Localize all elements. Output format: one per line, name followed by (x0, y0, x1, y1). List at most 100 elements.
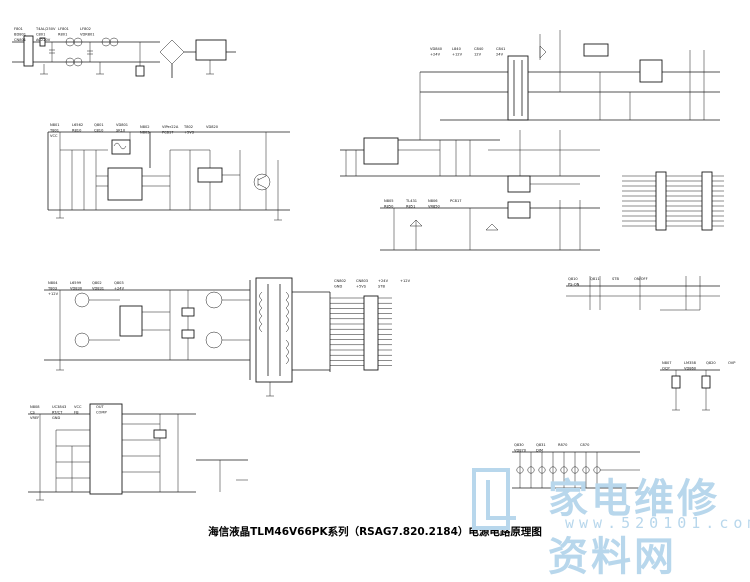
component-label: Q820 (706, 361, 716, 365)
component-label: COMP (96, 411, 107, 415)
inverter-drive-section (512, 451, 640, 489)
component-label: PS-ON (568, 283, 580, 287)
component-label: LF802 (80, 27, 91, 31)
power-on-switch (566, 276, 720, 311)
component-label: L6562 (72, 123, 83, 127)
component-label: +24V (430, 53, 441, 57)
inv-led (538, 466, 546, 474)
component-label: VCC (74, 405, 82, 409)
component-label: PC817 (162, 131, 174, 135)
component-label: VDR801 (80, 33, 95, 37)
component-label: BD801 (14, 33, 26, 37)
component-label: STB (612, 277, 619, 281)
component-label: T802 (183, 125, 193, 129)
component-label: T801 (49, 129, 59, 133)
watermark-url: www.520101.com (565, 514, 750, 532)
component-label: N808 (30, 405, 40, 409)
component-label: C870 (580, 443, 590, 447)
component-label: PC817 (450, 199, 462, 203)
component-label: 24V (496, 53, 504, 57)
component-label: ON/OFF (634, 277, 648, 281)
component-label: CS (30, 411, 36, 415)
component-label: R801 (58, 33, 67, 37)
component-label: +24V (378, 279, 389, 283)
component-label: VIPer22A (162, 125, 179, 129)
component-label: AC220V (36, 38, 51, 42)
component-label: Q810 (568, 277, 578, 281)
component-label: GND (334, 285, 342, 289)
component-label: N807 (662, 361, 672, 365)
schematic-svg: F801T4AL/250VLF801LF802BD801C801R801VDR8… (12, 27, 736, 501)
component-label: N805 (384, 199, 394, 203)
component-label: L840 (452, 47, 462, 51)
watermark-logo (468, 458, 750, 540)
component-label: +5VS (356, 285, 367, 289)
inv-led (560, 466, 568, 474)
component-label: STB (378, 285, 385, 289)
component-label: RT/CT (52, 411, 63, 415)
component-label: N803 (140, 131, 150, 135)
component-label: +12V (48, 292, 59, 296)
optocoupler-feedback (380, 200, 600, 251)
component-label: DIM (536, 449, 543, 453)
pfc-control-section (47, 131, 290, 221)
component-label: +12V (452, 53, 463, 57)
component-label: GND (52, 416, 60, 420)
secondary-rectifier-section (380, 30, 720, 141)
watermark-icon (472, 468, 516, 530)
component-label: VD860 (684, 367, 697, 371)
component-label: R870 (558, 443, 568, 447)
component-label: +12V (400, 279, 411, 283)
feedback-section (340, 130, 600, 193)
component-label: C810 (94, 129, 104, 133)
component-label: C841 (496, 47, 505, 51)
output-connector-bank (329, 292, 392, 372)
component-label: CN803 (356, 279, 368, 283)
component-label: Q801 (94, 123, 104, 127)
component-label: Q831 (536, 443, 546, 447)
component-label: SK10 (116, 129, 126, 133)
component-label: T803 (47, 287, 57, 291)
emi-filter-section (12, 35, 236, 78)
component-label: R810 (72, 129, 82, 133)
component-label: LM358 (684, 361, 697, 365)
right-connector-block (622, 171, 724, 231)
component-label: R851 (406, 205, 415, 209)
component-label: TL431 (405, 199, 417, 203)
component-label: C801 (36, 33, 45, 37)
pwm-ic-section (28, 403, 248, 501)
component-label: VD830 (70, 287, 83, 291)
component-label: N802 (140, 125, 150, 129)
schematic-title: 海信液晶TLM46V66PK系列（RSAG7.820.2184）电源电路原理图 (208, 526, 542, 538)
component-label: Q802 (92, 281, 102, 285)
component-label: VD801 (116, 123, 128, 127)
component-label: R850 (384, 205, 394, 209)
inv-led (582, 466, 590, 474)
component-label: N801 (50, 123, 60, 127)
component-label: OVP (728, 361, 736, 365)
component-label: CN802 (334, 279, 346, 283)
component-label: VD840 (430, 47, 443, 51)
inv-led (549, 466, 557, 474)
component-label: F801 (14, 27, 23, 31)
component-label: Q803 (114, 281, 124, 285)
component-label: 12V (474, 53, 482, 57)
component-label: L6599 (70, 281, 82, 285)
component-label: Q811 (590, 277, 600, 281)
component-label: OCP (662, 367, 670, 371)
main-transformer (255, 277, 330, 397)
component-label: Q830 (514, 443, 524, 447)
inv-led (516, 466, 524, 474)
component-label: VD820 (206, 125, 219, 129)
component-label: VD831 (92, 287, 104, 291)
protection-section (660, 369, 720, 411)
component-label: C840 (474, 47, 484, 51)
component-label: N806 (428, 199, 438, 203)
component-label: LF801 (58, 27, 69, 31)
component-label: +24V (114, 287, 125, 291)
component-label: N804 (48, 281, 58, 285)
component-label: CN801 (14, 38, 26, 42)
component-label: VCC (50, 134, 58, 138)
